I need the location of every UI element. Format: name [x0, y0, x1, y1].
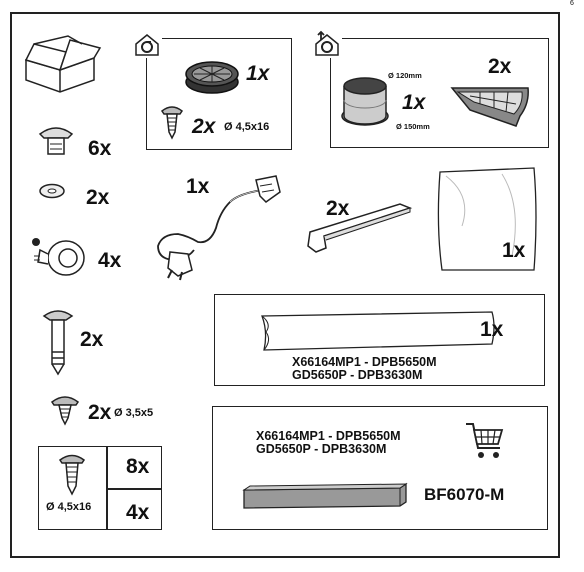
cardboard-box-icon	[24, 35, 102, 93]
accessory-model-list: X66164MP1 - DPB5650M GD5650P - DPB3630M	[256, 430, 401, 456]
bracket-qty: 2x	[326, 197, 350, 220]
accessory-panel	[212, 406, 548, 530]
recirculation-kit-box	[146, 38, 292, 150]
parts-list-frame	[10, 12, 560, 558]
mounting-bracket-icon	[307, 203, 413, 253]
screw-count-divider-h	[106, 488, 162, 490]
small-screw-dim: Ø 3,5x5	[114, 407, 154, 419]
duct-flange-icon	[341, 77, 389, 126]
power-cable-icon	[157, 175, 281, 281]
shopping-cart-icon	[466, 423, 504, 458]
filler-bar-icon	[242, 482, 408, 509]
adhesive-strip-panel	[214, 294, 545, 386]
sheet-qty: 1x	[502, 239, 526, 262]
corner-page-mark: 6	[570, 0, 574, 7]
washer-icon	[39, 183, 65, 199]
wall-plug-qty: 4x	[98, 249, 122, 272]
washer-screw-qty: 6x	[88, 137, 112, 160]
washer-qty: 2x	[86, 186, 110, 209]
flange-dim-top: Ø 120mm	[388, 71, 422, 80]
accessory-model-line-2: GD5650P - DPB3630M	[256, 442, 387, 456]
box-screw-qty-top: 8x	[126, 455, 150, 478]
pin-qty: 2x	[80, 328, 104, 351]
accessory-part-code: BF6070-M	[424, 485, 505, 504]
ducted-kit-box	[330, 38, 549, 148]
pin-icon	[42, 310, 74, 376]
filter-qty: 1x	[246, 62, 270, 85]
carbon-filter-icon	[185, 61, 239, 94]
cable-qty: 1x	[186, 175, 210, 198]
small-screw-qty: 2x	[88, 401, 112, 424]
accessory-model-line-1: X66164MP1 - DPB5650M	[256, 429, 401, 443]
protective-sheet-icon	[437, 167, 537, 271]
strip-model-line-1: X66164MP1 - DPB5650M	[292, 355, 437, 369]
strip-qty: 1x	[480, 318, 504, 341]
small-screw-icon	[50, 396, 80, 426]
washer-screw-icon	[38, 127, 74, 155]
strip-model-line-2: GD5650P - DPB3630M	[292, 368, 423, 382]
adhesive-strip-icon	[261, 311, 495, 351]
recirculation-mode-icon	[132, 32, 162, 58]
wall-plug-icon	[32, 238, 85, 276]
non-return-valve-icon	[450, 87, 529, 127]
box-screw-icon	[58, 454, 86, 496]
ducted-mode-icon	[312, 30, 342, 58]
filter-screw-icon	[160, 106, 184, 140]
strip-model-list: X66164MP1 - DPB5650M GD5650P - DPB3630M	[292, 356, 437, 382]
box-screw-qty-bottom: 4x	[126, 501, 150, 524]
filter-screw-qty: 2x	[192, 115, 216, 138]
box-screw-dim: Ø 4,5x16	[46, 501, 92, 513]
flange-dim-bottom: Ø 150mm	[396, 122, 430, 131]
filter-screw-dim: Ø 4,5x16	[224, 121, 270, 133]
flange-qty: 1x	[402, 91, 426, 114]
valve-qty: 2x	[488, 55, 512, 78]
